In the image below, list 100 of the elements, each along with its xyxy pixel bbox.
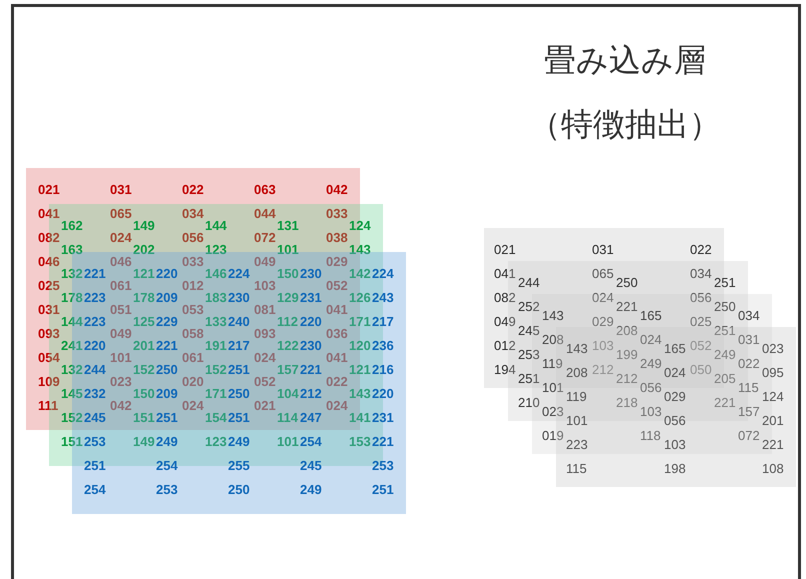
matrix-value: 029	[326, 254, 348, 269]
matrix-value: 082	[38, 230, 60, 245]
matrix-value: 041	[326, 302, 348, 317]
matrix-value: 101	[566, 413, 588, 428]
matrix-value: 021	[254, 398, 276, 413]
matrix-value: 031	[592, 242, 614, 257]
matrix-value: 143	[542, 308, 564, 323]
matrix-value: 178	[61, 290, 83, 305]
matrix-value: 152	[205, 362, 227, 377]
matrix-value: 218	[616, 395, 638, 410]
matrix-value: 115	[738, 380, 759, 395]
matrix-value: 143	[566, 341, 588, 356]
matrix-value: 151	[61, 434, 83, 449]
matrix-value: 052	[326, 278, 348, 293]
matrix-value: 144	[205, 218, 227, 233]
matrix-value: 171	[205, 386, 227, 401]
matrix-value: 112	[277, 314, 298, 329]
matrix-value: 149	[133, 434, 155, 449]
matrix-value: 031	[110, 182, 132, 197]
matrix-value: 232	[84, 386, 106, 401]
matrix-value: 230	[300, 338, 322, 353]
matrix-value: 024	[110, 230, 132, 245]
matrix-value: 247	[300, 410, 322, 425]
matrix-value: 024	[326, 398, 348, 413]
matrix-value: 145	[61, 386, 83, 401]
matrix-value: 029	[592, 314, 614, 329]
matrix-value: 034	[738, 308, 760, 323]
matrix-value: 212	[300, 386, 322, 401]
matrix-value: 023	[542, 404, 564, 419]
matrix-value: 154	[205, 410, 227, 425]
matrix-value: 082	[494, 290, 516, 305]
matrix-value: 046	[38, 254, 60, 269]
matrix-value: 178	[133, 290, 155, 305]
matrix-value: 029	[664, 389, 686, 404]
matrix-value: 126	[349, 290, 371, 305]
matrix-value: 220	[300, 314, 322, 329]
matrix-value: 223	[84, 314, 106, 329]
matrix-value: 202	[133, 242, 155, 257]
matrix-value: 151	[133, 410, 155, 425]
matrix-value: 250	[228, 386, 250, 401]
matrix-value: 034	[182, 206, 204, 221]
matrix-value: 209	[156, 386, 178, 401]
matrix-value: 012	[494, 338, 516, 353]
matrix-value: 049	[494, 314, 516, 329]
matrix-value: 150	[133, 386, 155, 401]
matrix-value: 243	[372, 290, 394, 305]
matrix-value: 024	[182, 398, 204, 413]
matrix-value: 224	[228, 266, 250, 281]
matrix-value: 253	[156, 482, 178, 497]
matrix-value: 129	[277, 290, 299, 305]
matrix-value: 212	[592, 362, 614, 377]
matrix-value: 208	[616, 323, 638, 338]
matrix-value: 019	[542, 428, 564, 443]
matrix-value: 054	[38, 350, 60, 365]
matrix-value: 024	[664, 365, 686, 380]
matrix-value: 223	[566, 437, 588, 452]
matrix-value: 081	[254, 302, 276, 317]
matrix-value: 221	[372, 434, 394, 449]
matrix-value: 041	[326, 350, 348, 365]
matrix-value: 025	[38, 278, 60, 293]
matrix-value: 022	[690, 242, 712, 257]
matrix-value: 216	[372, 362, 394, 377]
matrix-value: 025	[690, 314, 712, 329]
matrix-value: 153	[349, 434, 371, 449]
matrix-value: 217	[228, 338, 250, 353]
matrix-value: 142	[349, 266, 371, 281]
matrix-value: 201	[762, 413, 784, 428]
matrix-value: 056	[182, 230, 204, 245]
matrix-value: 119	[542, 356, 563, 371]
matrix-value: 194	[494, 362, 516, 377]
matrix-value: 205	[714, 371, 736, 386]
matrix-value: 224	[372, 266, 394, 281]
matrix-value: 251	[714, 323, 736, 338]
matrix-value: 133	[205, 314, 227, 329]
matrix-value: 221	[616, 299, 638, 314]
matrix-value: 072	[738, 428, 760, 443]
matrix-value: 012	[182, 278, 204, 293]
matrix-value: 031	[38, 302, 60, 317]
matrix-value: 165	[664, 341, 686, 356]
matrix-value: 212	[616, 371, 638, 386]
matrix-value: 244	[518, 275, 540, 290]
matrix-value: 093	[254, 326, 276, 341]
matrix-value: 124	[762, 389, 784, 404]
matrix-value: 221	[300, 362, 322, 377]
matrix-value: 253	[372, 458, 394, 473]
matrix-value: 221	[84, 266, 106, 281]
matrix-value: 132	[61, 266, 83, 281]
matrix-value: 240	[228, 314, 250, 329]
matrix-value: 251	[156, 410, 178, 425]
matrix-value: 208	[566, 365, 588, 380]
matrix-value: 101	[110, 350, 132, 365]
matrix-value: 236	[372, 338, 394, 353]
matrix-value: 253	[518, 347, 540, 362]
matrix-value: 104	[277, 386, 299, 401]
matrix-value: 111	[38, 398, 58, 413]
matrix-value: 108	[762, 461, 784, 476]
matrix-value: 042	[110, 398, 132, 413]
matrix-value: 201	[133, 338, 155, 353]
matrix-value: 095	[762, 365, 784, 380]
matrix-value: 038	[326, 230, 348, 245]
